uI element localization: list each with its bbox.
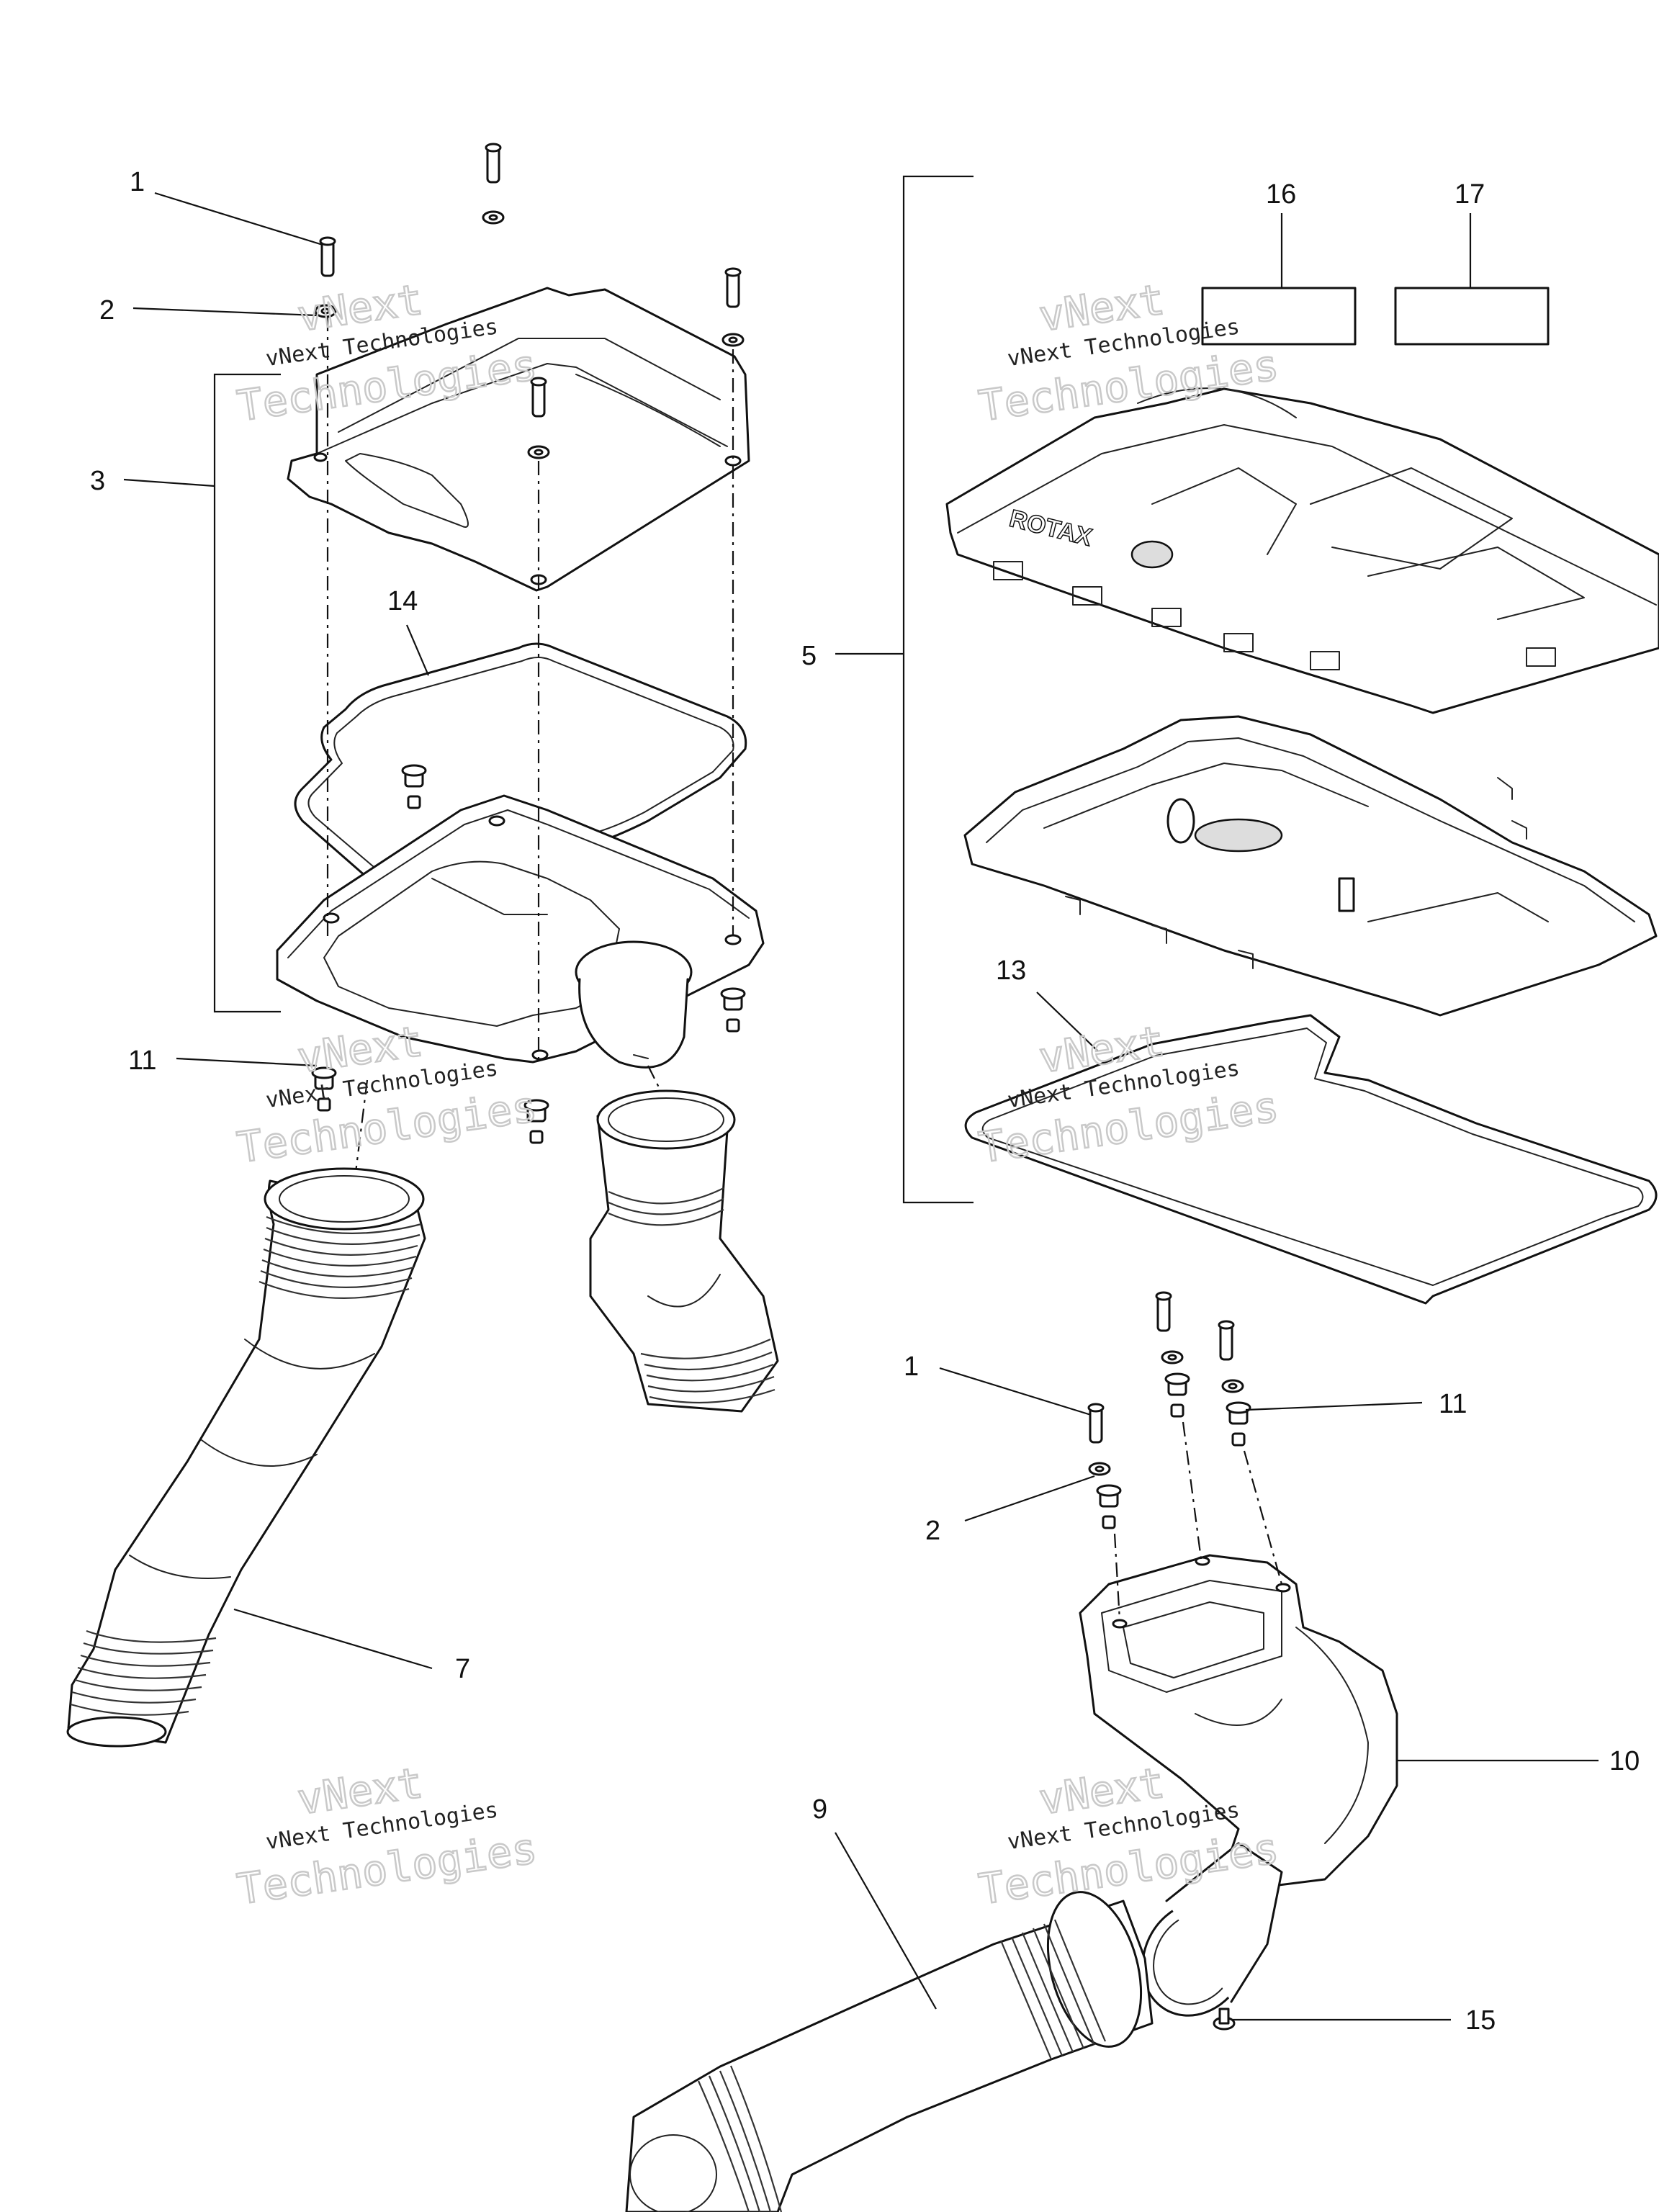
label-box-17 bbox=[1394, 287, 1550, 346]
leader-lines bbox=[123, 192, 1599, 2021]
callout-15: 15 bbox=[1465, 2005, 1496, 2036]
elbow-tube bbox=[589, 1089, 779, 1413]
filter-frame bbox=[963, 715, 1658, 1017]
callout-11b: 11 bbox=[1439, 1389, 1467, 1419]
callout-9: 9 bbox=[812, 1794, 827, 1825]
intake-tube-7 bbox=[66, 1167, 426, 1748]
airbox-base bbox=[276, 794, 765, 1069]
bracket-5 bbox=[902, 175, 974, 1204]
watermark-middle-right: vNext vNext Technologies Technologies bbox=[975, 1015, 1282, 1173]
callout-13: 13 bbox=[996, 956, 1026, 986]
callout-7: 7 bbox=[455, 1654, 470, 1684]
callout-5: 5 bbox=[801, 641, 817, 671]
callout-17: 17 bbox=[1455, 179, 1485, 210]
callout-11: 11 bbox=[128, 1046, 156, 1076]
callout-14: 14 bbox=[387, 586, 418, 616]
callout-1b: 1 bbox=[904, 1352, 919, 1382]
intake-tube-9 bbox=[625, 1891, 1154, 2212]
callouts: 1 2 3 14 11 7 5 16 17 13 1 2 11 10 9 15 bbox=[90, 167, 1640, 2036]
callout-3: 3 bbox=[90, 466, 105, 496]
gasket-13 bbox=[964, 1014, 1658, 1305]
hardware-lower-right bbox=[1087, 1291, 1283, 2031]
callout-16: 16 bbox=[1266, 179, 1296, 210]
callout-10: 10 bbox=[1609, 1746, 1640, 1776]
callout-2: 2 bbox=[99, 295, 114, 325]
airbox-top-cover: ROTAX bbox=[945, 387, 1659, 714]
callout-1: 1 bbox=[130, 167, 145, 197]
label-box-16 bbox=[1201, 287, 1357, 346]
callout-2b: 2 bbox=[925, 1516, 940, 1546]
adapter-10 bbox=[1079, 1554, 1398, 2017]
watermark-lower-left: vNext vNext Technologies Technologies bbox=[233, 1757, 541, 1915]
watermark-upper-left: vNext vNext Technologies Technologies bbox=[233, 274, 541, 431]
bracket-3 bbox=[213, 373, 281, 1013]
watermark-middle-left: vNext vNext Technologies Technologies bbox=[233, 1015, 541, 1173]
